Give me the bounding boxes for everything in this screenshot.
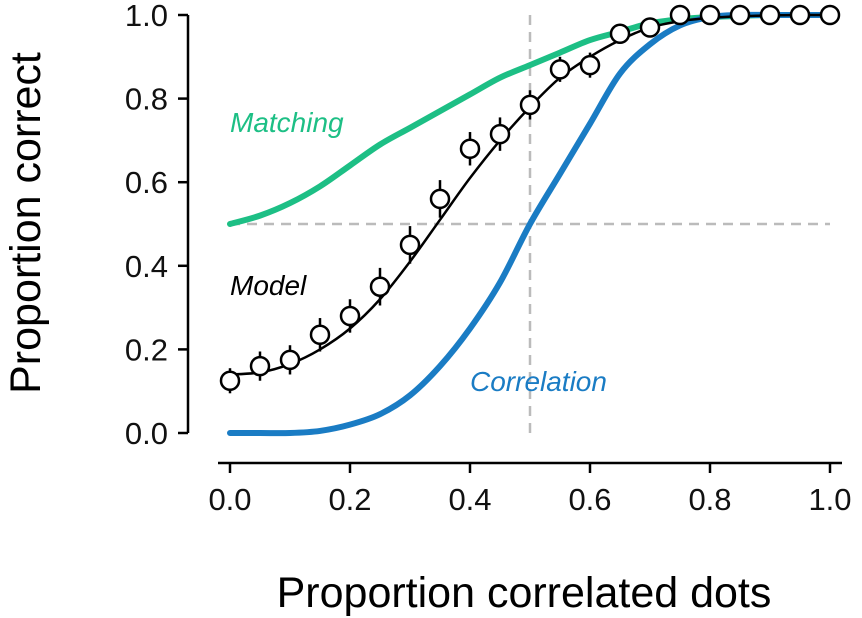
x-tick-label: 0.4 xyxy=(448,482,491,517)
data-point xyxy=(219,370,241,391)
data-point xyxy=(489,123,511,145)
data-point xyxy=(279,349,301,371)
data-point xyxy=(639,17,661,38)
data-point xyxy=(369,276,391,297)
data-point xyxy=(399,234,421,256)
y-tick-label: 0.6 xyxy=(125,165,168,200)
series-label-correlation: Correlation xyxy=(470,366,607,397)
axes: 0.0 0.2 0.4 0.6 0.8 1.0 0.0 0.2 0.4 0.6 0.8 1.0 xyxy=(125,0,852,517)
x-tick-label: 0.2 xyxy=(328,482,371,517)
data-point xyxy=(789,4,811,26)
data-point xyxy=(759,4,781,26)
x-tick-label: 0.8 xyxy=(688,482,731,517)
x-axis-title: Proportion correlated dots xyxy=(277,569,772,617)
data-point xyxy=(729,4,751,26)
data-point xyxy=(549,59,571,80)
x-tick-label: 0.0 xyxy=(208,482,251,517)
series-label-model: Model xyxy=(230,270,307,301)
data-point xyxy=(699,4,721,26)
y-tick-label: 0.2 xyxy=(125,332,168,367)
x-tick-label: 0.6 xyxy=(568,482,611,517)
data-point xyxy=(249,355,271,377)
y-tick-label: 0.4 xyxy=(125,249,168,284)
y-tick-label: 0.8 xyxy=(125,82,168,117)
data-point xyxy=(519,94,541,116)
y-tick-label: 0.0 xyxy=(125,416,168,451)
data-points xyxy=(219,4,841,394)
x-tick-label: 1.0 xyxy=(808,482,851,517)
data-point xyxy=(609,23,631,45)
y-tick-label: 1.0 xyxy=(125,0,168,33)
data-point xyxy=(339,305,361,327)
data-point xyxy=(669,4,691,26)
data-point xyxy=(459,138,481,160)
data-point xyxy=(429,188,451,210)
y-axis-title: Proportion correct xyxy=(2,52,50,394)
series-label-matching: Matching xyxy=(230,107,344,138)
data-point xyxy=(579,54,601,76)
data-point xyxy=(819,4,841,26)
data-point xyxy=(309,324,331,346)
